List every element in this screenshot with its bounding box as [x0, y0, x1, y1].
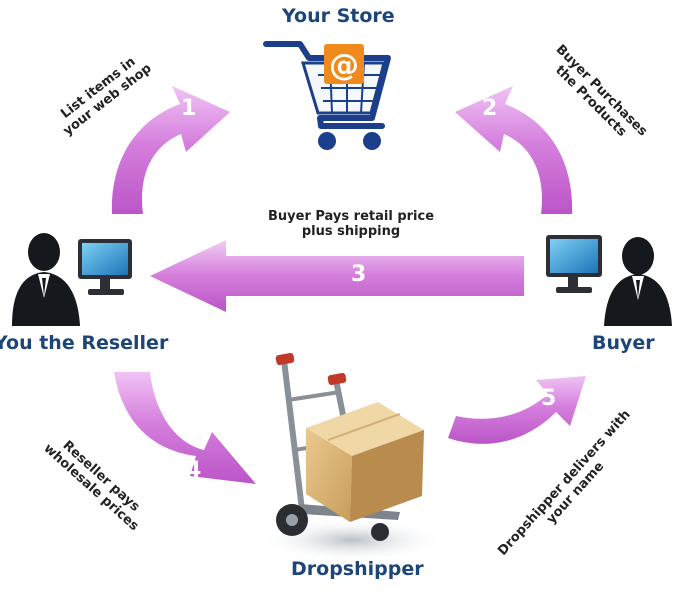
- cart-at-symbol: @: [329, 48, 359, 83]
- store-label: Your Store: [282, 5, 395, 27]
- step-3-line-2: plus shipping: [301, 224, 401, 239]
- step-3-number: 3: [351, 262, 367, 287]
- step-2-number: 2: [482, 96, 498, 121]
- step-3-label: Buyer Pays retail price plus shipping: [268, 209, 434, 239]
- arrow-5: [448, 376, 586, 444]
- dropshipper-label: Dropshipper: [291, 558, 424, 580]
- hand-truck-box-icon: [260, 352, 444, 562]
- arrow-1: [111, 86, 230, 214]
- step-3-line-1: Buyer Pays retail price: [267, 209, 435, 224]
- arrow-2: [455, 86, 573, 214]
- reseller-person-icon: [12, 233, 132, 326]
- buyer-person-icon: [546, 235, 672, 326]
- step-1-number: 1: [181, 96, 197, 121]
- arrow-4: [114, 372, 256, 484]
- arrow-3: [150, 240, 524, 312]
- step-4-number: 4: [186, 458, 202, 483]
- step-5-number: 5: [541, 386, 557, 411]
- buyer-label: Buyer: [592, 332, 655, 354]
- shopping-cart-icon: @: [263, 41, 391, 150]
- reseller-label: You the Reseller: [0, 332, 169, 354]
